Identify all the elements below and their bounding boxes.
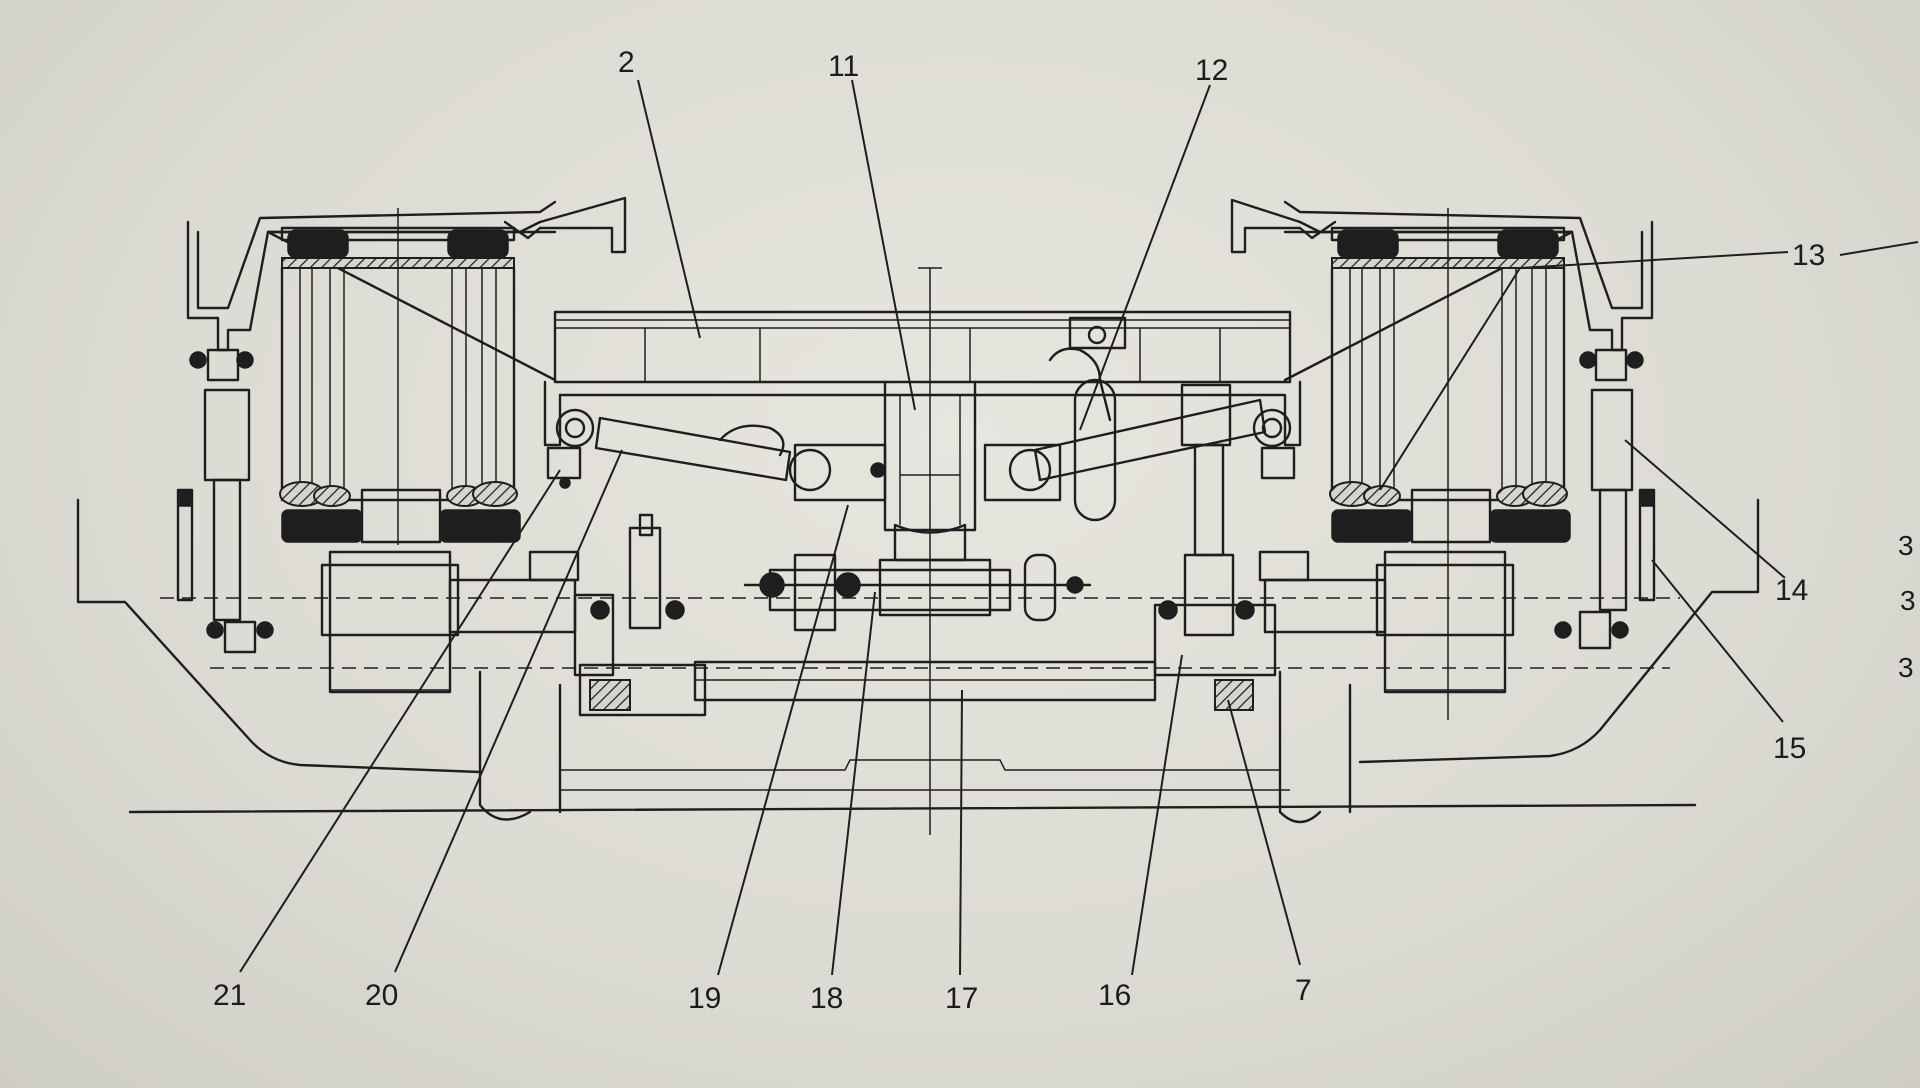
centre-axis — [918, 267, 942, 835]
right-traction-rod — [983, 316, 1296, 637]
leader-lines — [239, 79, 1919, 976]
callout-labels: 2 11 12 13 14 15 21 20 19 18 17 16 7 — [213, 46, 1825, 1015]
left-axle-box — [320, 550, 580, 694]
callout-16: 16 — [1098, 979, 1131, 1012]
callout-21: 21 — [213, 979, 246, 1012]
left-body-frame — [186, 196, 627, 382]
bolster-beam — [543, 310, 1302, 447]
callout-19: 19 — [688, 982, 721, 1015]
callout-7: 7 — [1295, 974, 1312, 1007]
left-traction-rod — [546, 408, 887, 502]
callout-17: 17 — [945, 982, 978, 1015]
right-air-spring — [1329, 208, 1571, 720]
right-vertical-damper — [1554, 348, 1656, 650]
left-air-spring — [279, 208, 521, 545]
callout-12: 12 — [1195, 54, 1228, 87]
centre-pivot — [883, 380, 977, 562]
left-vertical-damper — [176, 348, 274, 654]
callout-15: 15 — [1773, 732, 1806, 765]
callout-18: 18 — [810, 982, 843, 1015]
right-axle-box — [1258, 550, 1515, 694]
edge-labels: 3 3 3 — [1898, 530, 1916, 683]
left-brake-unit — [573, 513, 1157, 717]
callout-14: 14 — [1775, 574, 1808, 607]
callout-2: 2 — [618, 46, 635, 79]
right-brake-unit — [1153, 600, 1277, 711]
edge-label-3: 3 — [1898, 652, 1914, 683]
edge-label-1: 3 — [1898, 530, 1914, 561]
callout-13: 13 — [1792, 239, 1825, 272]
edge-label-2: 3 — [1900, 585, 1916, 616]
callout-11: 11 — [828, 50, 859, 83]
lower-centre-links — [743, 553, 1092, 632]
callout-20: 20 — [365, 979, 398, 1012]
rail-base-lines — [76, 498, 1760, 824]
